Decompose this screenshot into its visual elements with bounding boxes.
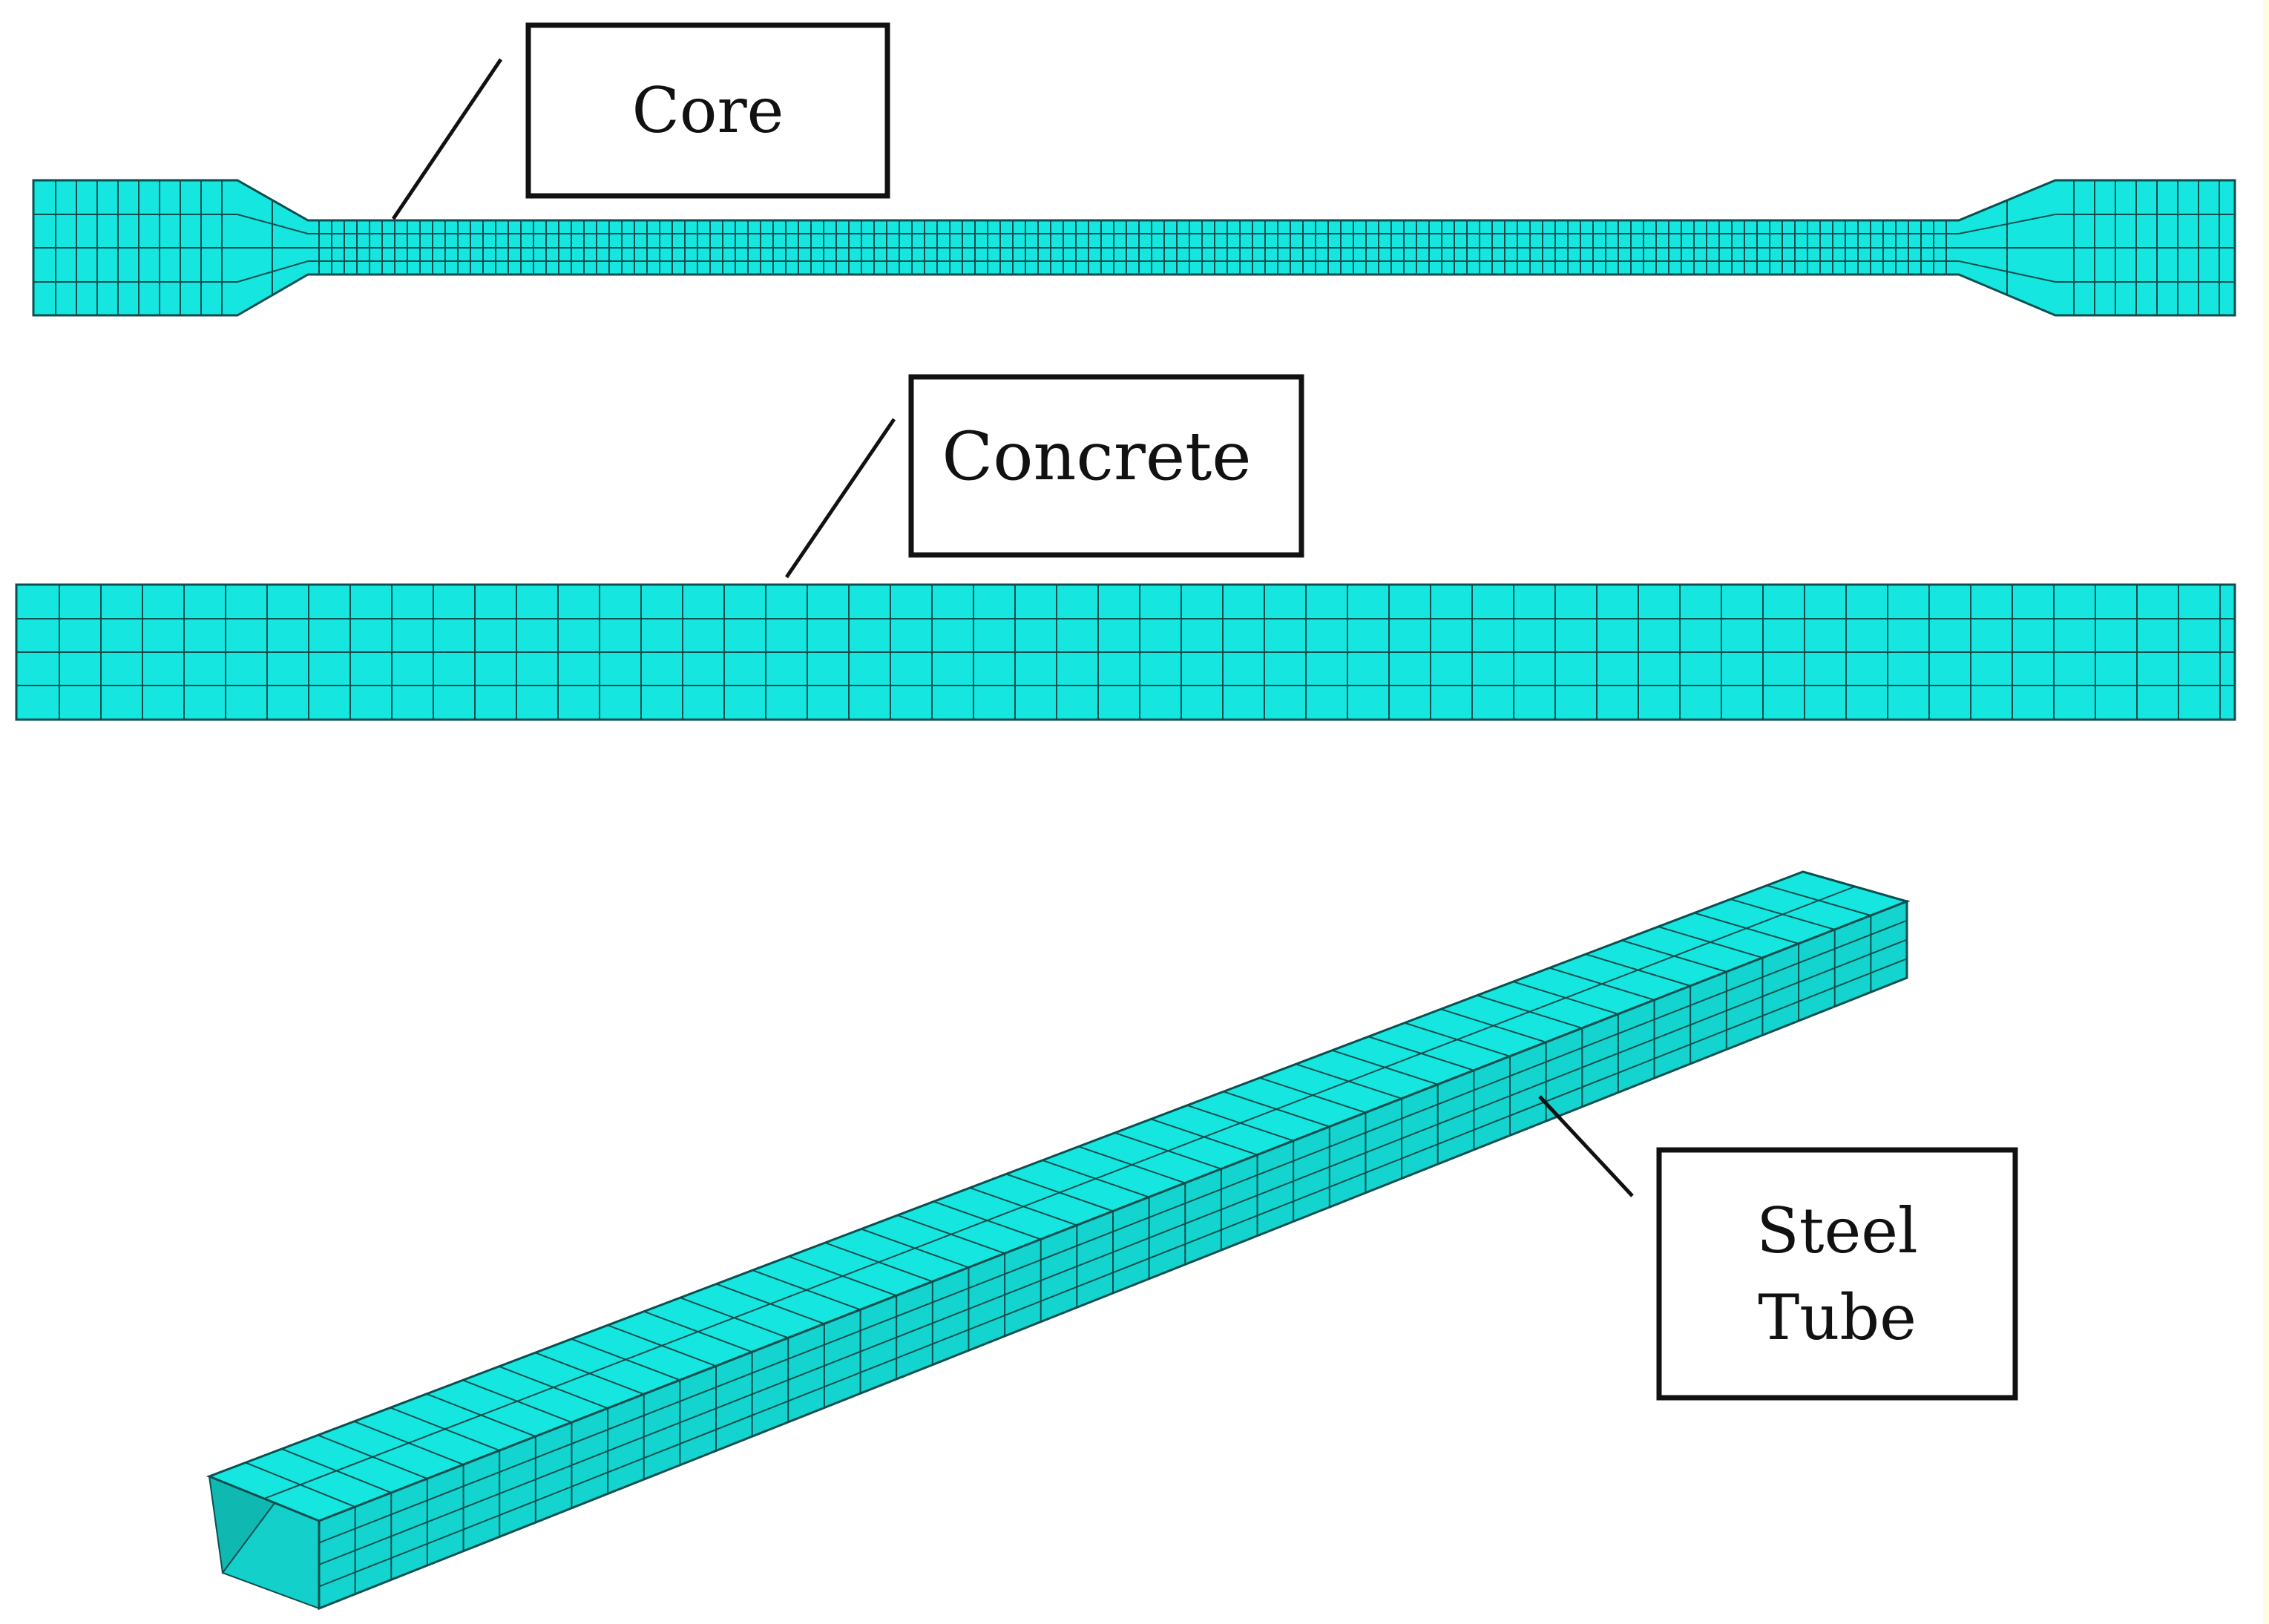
core-grid-lines — [33, 180, 2235, 316]
tube-mesh-line — [318, 958, 1908, 1588]
right-edge-strip — [2263, 0, 2269, 1624]
tube-top-face — [206, 870, 1911, 1522]
core-label-box: Core — [525, 22, 890, 199]
steel-tube-leader-line — [1538, 1095, 1634, 1197]
concrete-grid-lines — [16, 585, 2235, 720]
core-leader-line — [391, 58, 503, 220]
concrete-leader-line — [784, 418, 896, 579]
core-label: Core — [632, 74, 784, 147]
steel-tube-mesh — [206, 870, 1911, 1611]
steel-tube-label-line2: Tube — [1758, 1281, 1917, 1354]
steel-tube-label-box: Steel Tube — [1656, 1147, 2018, 1401]
concrete-label: Concrete — [942, 418, 1251, 496]
core-mesh — [32, 179, 2236, 317]
concrete-label-box: Concrete — [908, 374, 1304, 558]
tube-mesh-line — [318, 919, 1908, 1544]
steel-tube-label-line1: Steel — [1756, 1194, 1918, 1267]
tube-grid-lines — [245, 884, 1908, 1594]
concrete-mesh — [15, 583, 2236, 721]
tube-mesh-line — [318, 938, 1908, 1565]
tube-mesh-line — [263, 886, 1856, 1499]
